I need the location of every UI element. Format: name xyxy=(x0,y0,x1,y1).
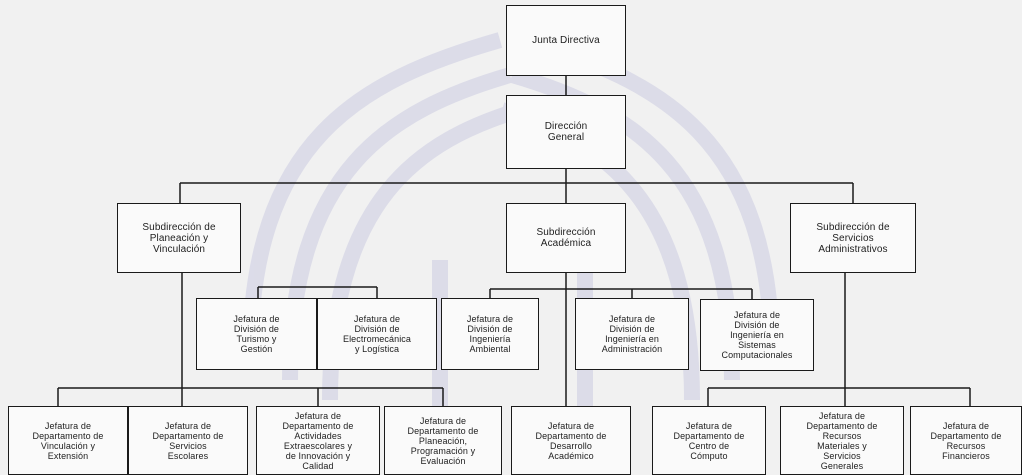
box-label: Jefatura de Departamento de Vinculación … xyxy=(32,420,104,461)
box-depto-recursos-materiales: Jefatura de Departamento de Recursos Mat… xyxy=(780,406,904,475)
box-label: Jefatura de División de Turismo y Gestió… xyxy=(233,314,280,354)
box-label: Jefatura de Departamento de Recursos Mat… xyxy=(806,410,878,471)
box-depto-recursos-financieros: Jefatura de Departamento de Recursos Fin… xyxy=(910,406,1022,475)
box-depto-servicios-escolares: Jefatura de Departamento de Servicios Es… xyxy=(128,406,248,475)
box-label: Jefatura de División de Electromecánica … xyxy=(342,314,412,354)
box-division-ambiental: Jefatura de División de Ingeniería Ambie… xyxy=(441,298,539,370)
box-depto-vinculacion: Jefatura de Departamento de Vinculación … xyxy=(8,406,128,475)
box-label: Jefatura de Departamento de Centro de Có… xyxy=(673,420,745,461)
box-label: Jefatura de División de Ingeniería en Ad… xyxy=(601,314,663,354)
box-label: Jefatura de Departamento de Actividades … xyxy=(282,410,354,471)
box-label: Subdirección Académica xyxy=(536,227,596,249)
box-label: Subdirección de Servicios Administrativo… xyxy=(816,221,890,255)
box-division-electromecanica: Jefatura de División de Electromecánica … xyxy=(317,298,437,370)
box-label: Jefatura de Departamento de Servicios Es… xyxy=(152,420,224,461)
box-direccion-general: Dirección General xyxy=(506,95,626,169)
box-label: Dirección General xyxy=(544,121,588,143)
box-depto-actividades-extraescolares: Jefatura de Departamento de Actividades … xyxy=(256,406,380,475)
box-label: Subdirección de Planeación y Vinculación xyxy=(142,221,216,255)
box-subdireccion-academica: Subdirección Académica xyxy=(506,203,626,273)
box-label: Jefatura de Departamento de Planeación, … xyxy=(407,415,479,466)
box-label: Jefatura de División de Ingeniería Ambie… xyxy=(466,314,514,354)
box-junta-directiva: Junta Directiva xyxy=(506,5,626,76)
box-depto-desarrollo-academico: Jefatura de Departamento de Desarrollo A… xyxy=(511,406,631,475)
box-label: Jefatura de División de Ingeniería en Si… xyxy=(721,310,793,360)
box-label: Junta Directiva xyxy=(532,35,600,46)
box-depto-planeacion: Jefatura de Departamento de Planeación, … xyxy=(384,406,502,475)
box-division-turismo: Jefatura de División de Turismo y Gestió… xyxy=(196,298,317,370)
box-subdireccion-planeacion: Subdirección de Planeación y Vinculación xyxy=(117,203,241,273)
box-subdireccion-administrativos: Subdirección de Servicios Administrativo… xyxy=(790,203,916,273)
box-label: Jefatura de Departamento de Desarrollo A… xyxy=(535,420,607,461)
box-division-administracion: Jefatura de División de Ingeniería en Ad… xyxy=(575,298,689,370)
box-depto-centro-computo: Jefatura de Departamento de Centro de Có… xyxy=(652,406,766,475)
box-division-sistemas: Jefatura de División de Ingeniería en Si… xyxy=(700,299,814,371)
box-label: Jefatura de Departamento de Recursos Fin… xyxy=(930,420,1002,461)
